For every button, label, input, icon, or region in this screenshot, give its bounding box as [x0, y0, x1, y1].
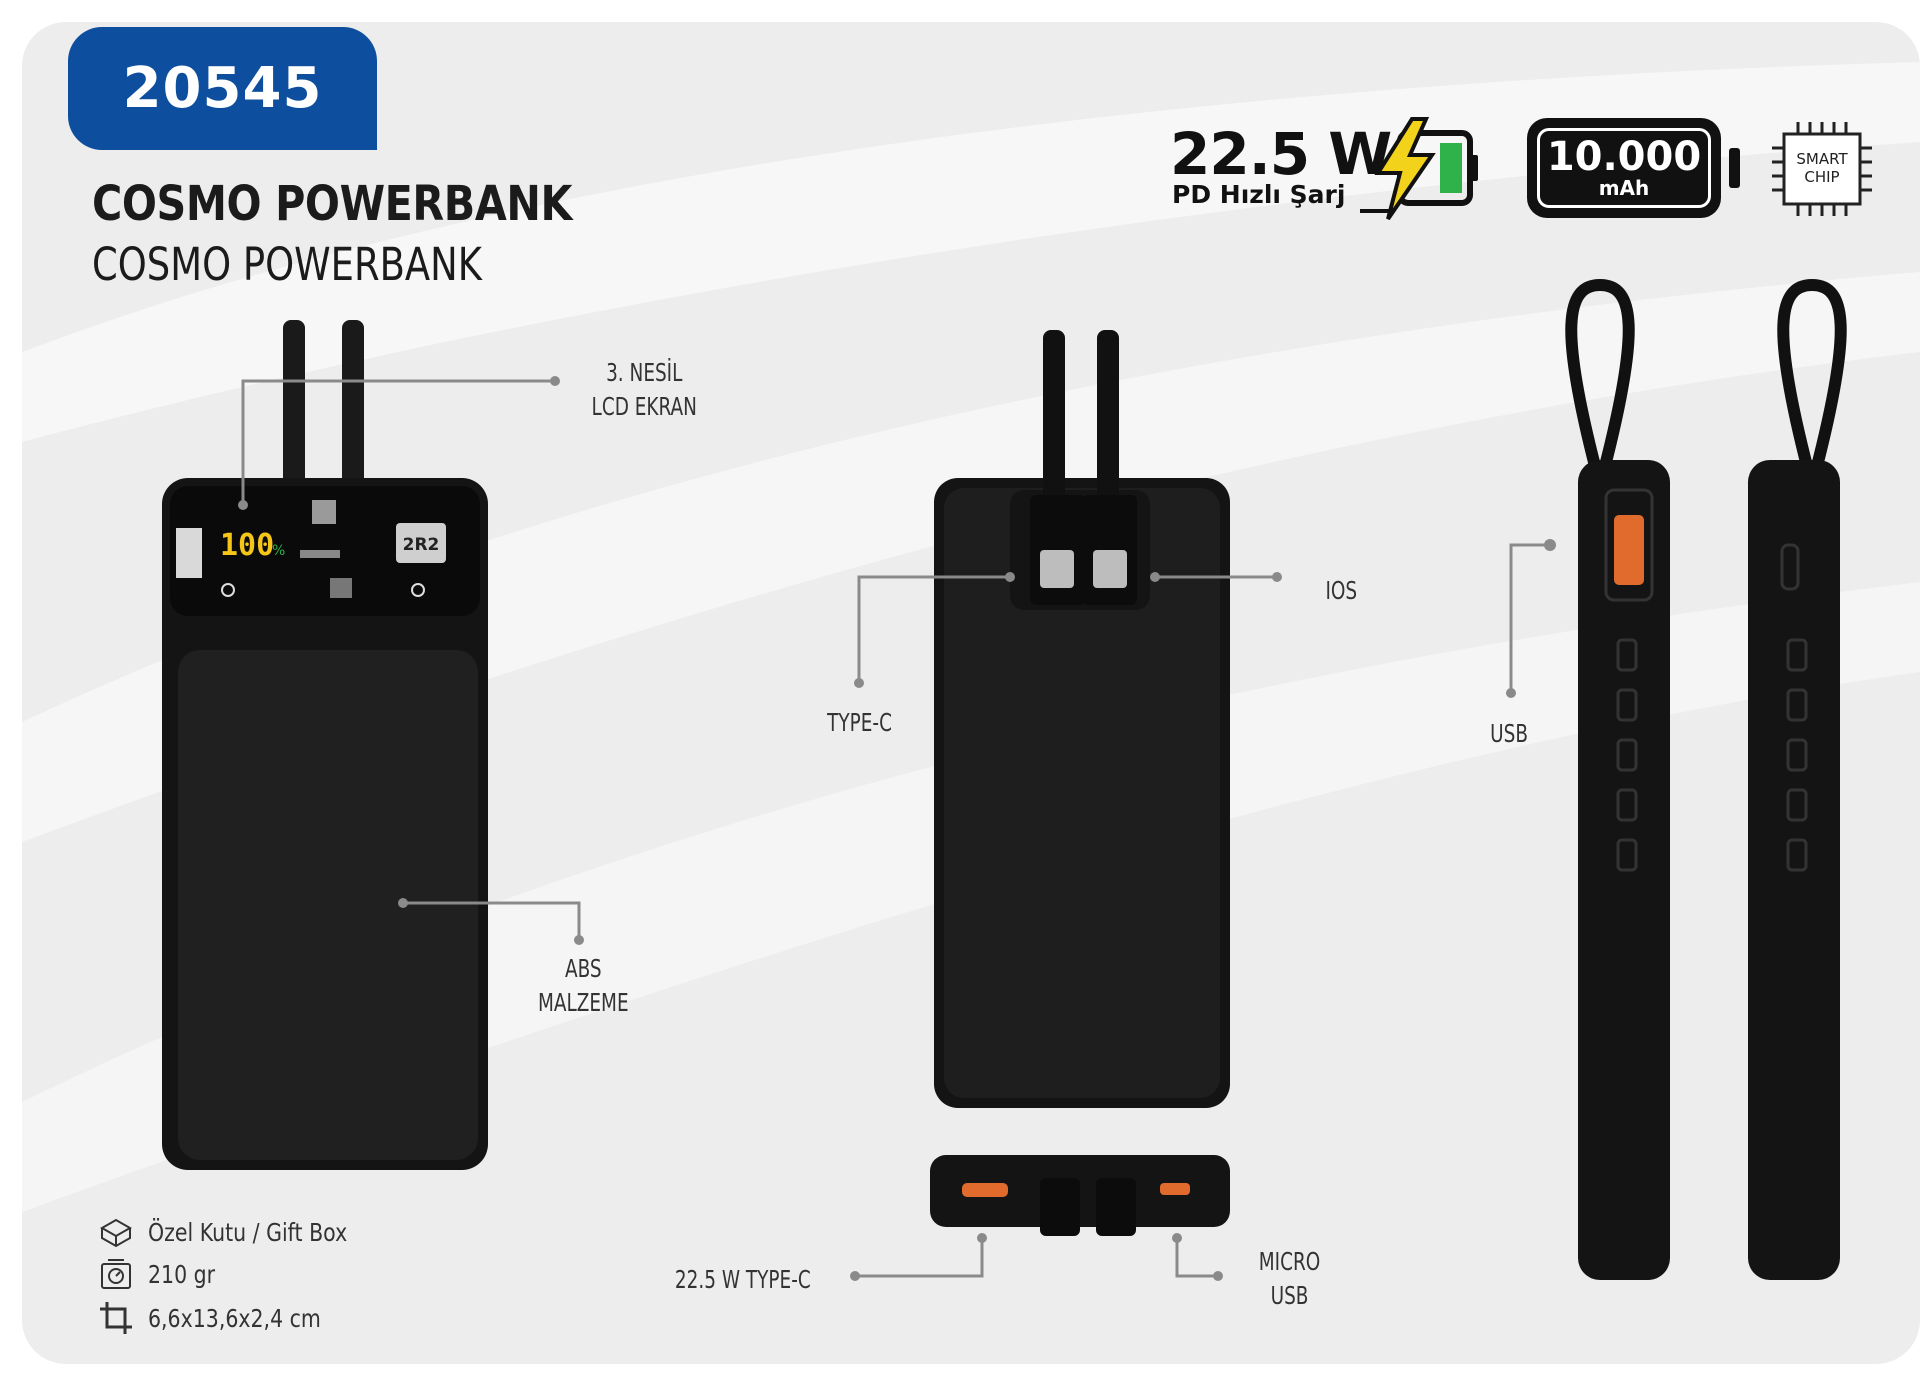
capacity-badge: 10.000 mAh — [1527, 118, 1721, 218]
abs-callout-line1: ABS — [564, 954, 602, 983]
abs-callout: ABS MALZEME — [538, 952, 629, 1020]
smart-chip-icon — [1772, 122, 1872, 216]
chip-label: SMART CHIP — [1790, 150, 1854, 186]
type-c-22w-callout: 22.5 W TYPE-C — [674, 1265, 811, 1294]
dimensions-text: 6,6x13,6x2,4 cm — [148, 1303, 321, 1333]
scale-icon — [101, 1259, 131, 1289]
capacity-battery-tip — [1729, 148, 1740, 188]
chip-label-line2: CHIP — [1804, 168, 1840, 186]
abs-callout-line2: MALZEME — [537, 988, 629, 1017]
product-title: COSMO POWERBANK — [92, 176, 573, 232]
callout-lines — [241, 379, 1550, 1278]
micro-usb-callout-line2: USB — [1270, 1281, 1309, 1310]
powerbank-side-view-2 — [1748, 278, 1847, 1280]
lcd-unit: % — [272, 543, 285, 559]
lcd-model: 2R2 — [403, 535, 440, 555]
callout-dots — [238, 376, 1556, 1281]
powerbank-bottom-view — [930, 1155, 1230, 1236]
usb-callout: USB — [1490, 719, 1529, 748]
lcd-callout: 3. NESİL LCD EKRAN — [592, 356, 697, 424]
powerbank-front-view: 100 % 2R2 — [162, 320, 488, 1170]
feature-packaging: Özel Kutu / Gift Box — [98, 1214, 391, 1250]
feature-weight: 210 gr — [98, 1256, 230, 1292]
lcd-digits: 100 — [220, 528, 274, 563]
power-rating: 22.5 W — [1170, 120, 1392, 188]
micro-usb-callout: MICRO USB — [1259, 1245, 1321, 1313]
capacity-value: 10.000 — [1546, 134, 1702, 180]
packaging-text: Özel Kutu / Gift Box — [148, 1217, 348, 1247]
power-subtitle: PD Hızlı Şarj — [1172, 180, 1346, 209]
powerbank-back-view — [934, 330, 1230, 1108]
micro-usb-callout-line1: MICRO — [1258, 1247, 1321, 1276]
type-c-callout: TYPE-C — [827, 708, 892, 737]
capacity-unit: mAh — [1598, 176, 1650, 200]
dimensions-icon — [100, 1302, 132, 1334]
product-code-badge: 20545 — [68, 27, 377, 150]
ios-callout: IOS — [1325, 576, 1358, 605]
chip-label-line1: SMART — [1796, 150, 1848, 168]
gift-box-icon — [99, 1218, 133, 1248]
weight-text: 210 gr — [148, 1259, 216, 1289]
lcd-callout-line2: LCD EKRAN — [591, 392, 697, 421]
product-code: 20545 — [122, 56, 323, 121]
feature-dimensions: 6,6x13,6x2,4 cm — [98, 1300, 359, 1336]
lcd-callout-line1: 3. NESİL — [606, 358, 683, 387]
product-subtitle: COSMO POWERBANK — [92, 238, 482, 291]
powerbank-side-view-1 — [1565, 278, 1670, 1280]
lightning-battery-icon — [1360, 117, 1478, 221]
